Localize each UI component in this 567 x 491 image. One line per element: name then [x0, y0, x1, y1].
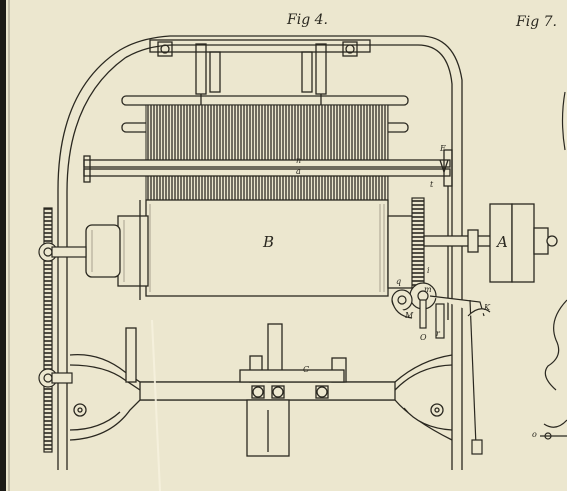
shaft — [423, 235, 495, 247]
label-E: E — [440, 144, 446, 153]
main-roller-B — [145, 199, 389, 297]
label-O: O — [420, 333, 427, 342]
right-gear — [411, 197, 425, 295]
warp-lower — [145, 175, 389, 201]
bar-n — [83, 159, 451, 168]
fig-7-label: Fig 7. — [516, 14, 557, 30]
label-t: t — [430, 180, 434, 189]
label-q: q — [396, 277, 402, 286]
bar-a — [83, 168, 451, 177]
left-gear — [43, 207, 53, 453]
label-a: a — [296, 167, 301, 176]
label-o: o — [532, 430, 537, 439]
lower-beam — [139, 381, 396, 401]
label-m: m — [424, 285, 432, 294]
label-n: n — [296, 156, 302, 165]
label-K: K — [484, 303, 490, 312]
top-crossbar — [149, 39, 371, 53]
label-B: B — [263, 233, 275, 251]
fig7-fragment — [540, 91, 567, 440]
label-C: C — [303, 365, 310, 374]
inner-frame — [66, 44, 453, 470]
upper-rod-1 — [121, 95, 409, 106]
fig-4-label: Fig 4. — [287, 12, 328, 28]
plate-border — [0, 0, 6, 491]
label-A: A — [497, 233, 508, 251]
label-M: M — [405, 311, 414, 320]
warp-upper — [145, 104, 389, 161]
label-r: r — [436, 329, 440, 338]
label-i: i — [427, 266, 430, 275]
outer-frame — [57, 35, 463, 470]
